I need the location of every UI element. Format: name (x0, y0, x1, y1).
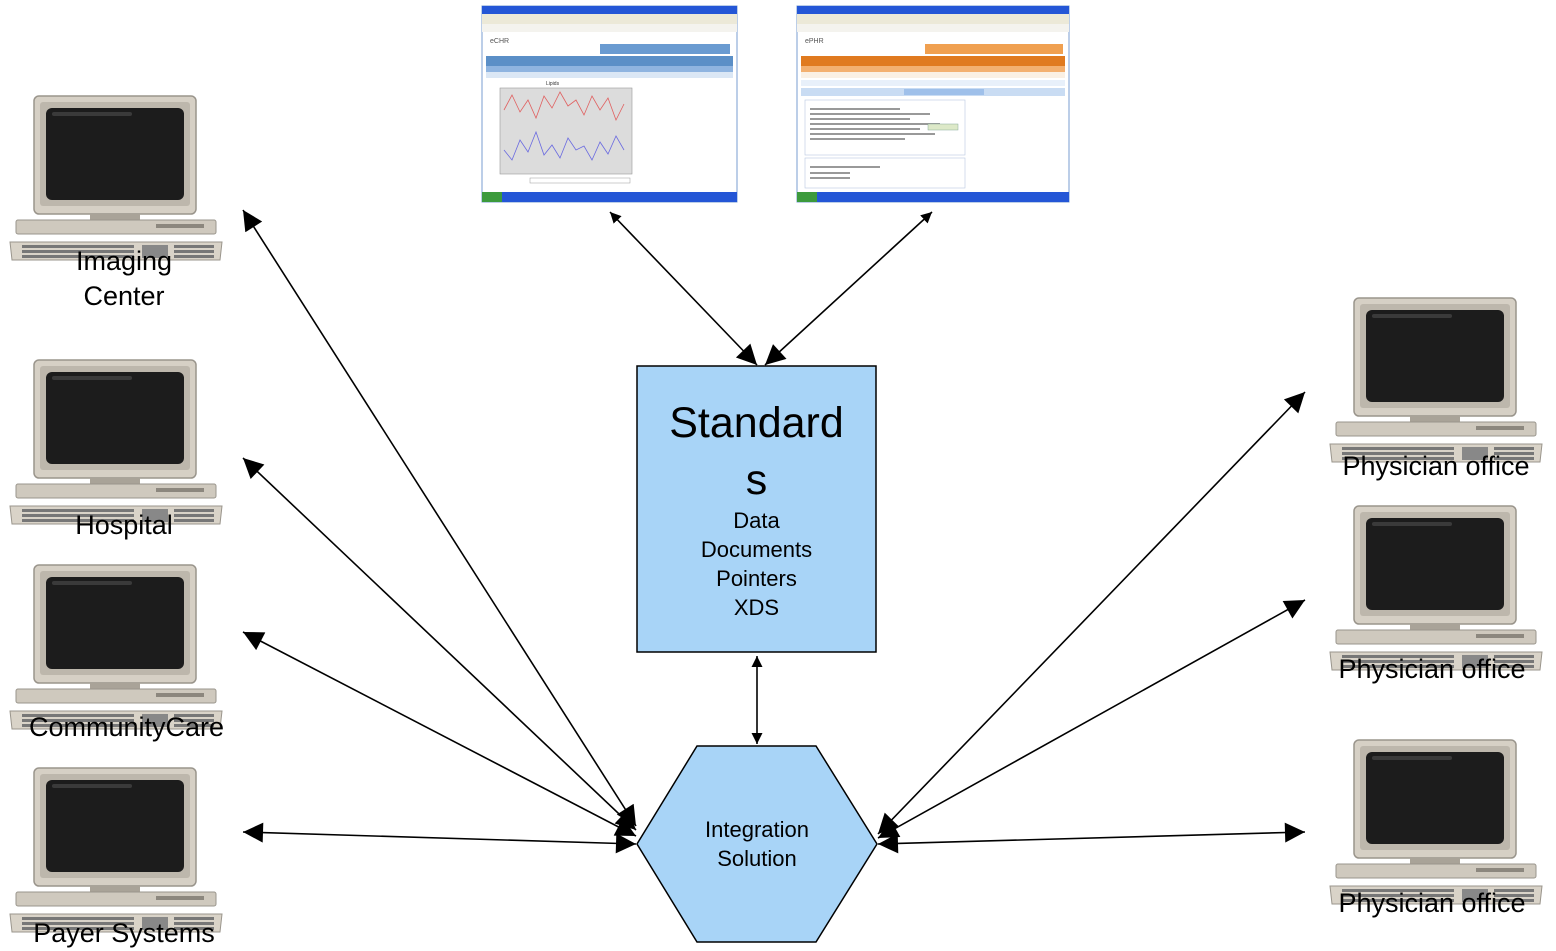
standards-item-pointers: Pointers (716, 566, 797, 591)
community-care-label: CommunityCare (28, 712, 225, 742)
standards-title-line2: s (745, 456, 768, 504)
computer-icon-physician-office-2 (1329, 505, 1543, 671)
imaging-center-label-line1: Imaging (75, 246, 173, 276)
standards-item-xds: XDS (733, 595, 780, 620)
hospital-label: Hospital (75, 510, 173, 540)
integration-label-line1: Integration (705, 817, 809, 842)
ehr-screenshot: eCHR Lipids (481, 5, 738, 203)
computer-icon-hospital (9, 359, 223, 525)
computer-icon-community-care (9, 564, 223, 730)
standards-item-data: Data (733, 508, 780, 533)
computer-icon-payer-systems (9, 767, 223, 933)
computer-icon-physician-office-3 (1329, 739, 1543, 905)
phr-logo: ePHR (805, 38, 824, 45)
ehr-chart-title: Lipids (546, 81, 560, 87)
phr-screenshot: ePHR (796, 5, 1070, 203)
imaging-center-label-line2: Center (83, 281, 165, 311)
physician-office-1-label: Physician office (1342, 451, 1530, 481)
standards-box (636, 365, 877, 653)
computer-icon-physician-office-1 (1329, 297, 1543, 463)
arrow-ehr-standards (609, 211, 758, 366)
physician-office-2-label: Physician office (1338, 654, 1526, 684)
computer-icon-imaging-center (9, 95, 223, 261)
arrow-physician-office-1 (877, 391, 1306, 835)
arrow-payer-systems (242, 822, 637, 854)
physician-office-3-label: Physician office (1338, 888, 1526, 918)
standards-title-line1: Standard (669, 399, 844, 447)
arrow-physician-office-3 (877, 822, 1306, 854)
arrow-phr-standards (764, 211, 933, 366)
payer-systems-label: Payer Systems (33, 918, 215, 948)
ehr-logo: eCHR (490, 38, 509, 45)
arrow-hospital (242, 457, 637, 831)
standards-item-documents: Documents (700, 537, 813, 562)
integration-label-line2: Solution (717, 846, 797, 871)
arrow-community-care (242, 631, 637, 837)
integration-hexagon (636, 745, 878, 943)
arrow-physician-office-2 (877, 599, 1306, 839)
